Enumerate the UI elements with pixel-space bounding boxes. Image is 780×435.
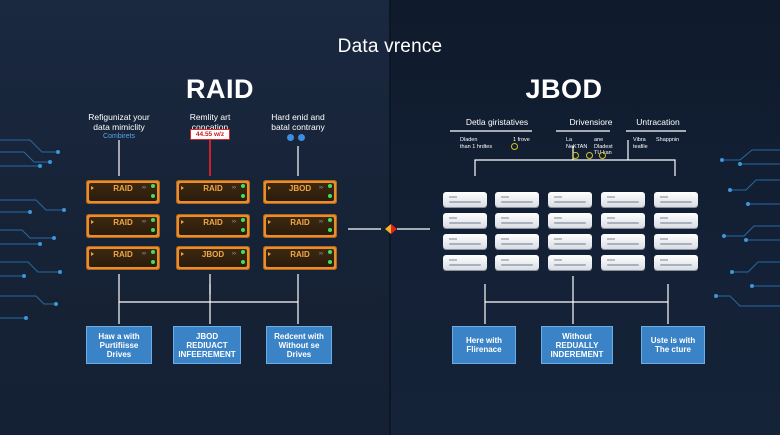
jbod-drive bbox=[443, 234, 487, 249]
jbod-drive bbox=[495, 255, 539, 270]
jbod-heading: JBOD bbox=[525, 74, 603, 104]
jbod-note: La NeKTAN bbox=[566, 137, 588, 150]
jbod-drive bbox=[443, 213, 487, 228]
status-dot-icon bbox=[298, 134, 305, 141]
jbod-drive bbox=[548, 255, 592, 270]
raid-label-1-sub: Combirets bbox=[103, 133, 135, 140]
indicator-ring-icon bbox=[586, 152, 593, 159]
jbod-note: 1 frove bbox=[513, 137, 530, 143]
jbod-drive bbox=[654, 213, 698, 228]
indicator-ring-icon bbox=[511, 143, 518, 150]
indicator-ring-icon bbox=[599, 152, 606, 159]
jbod-info-box-2: Without REDUALLY INDEREMENT bbox=[541, 326, 613, 364]
raid-drive: RAID›› bbox=[263, 246, 337, 270]
jbod-drive bbox=[654, 192, 698, 207]
drive-label: RAID bbox=[113, 250, 133, 259]
raid-label-1: Refigunizat your data mimiclity bbox=[88, 112, 150, 132]
jbod-drive bbox=[495, 234, 539, 249]
jbod-info-box-3: Uste is with The cture bbox=[641, 326, 705, 364]
raid-drive: JBOD›› bbox=[263, 180, 337, 204]
raid-drive: RAID›› bbox=[176, 214, 250, 238]
raid-drive: RAID›› bbox=[86, 214, 160, 238]
jbod-drive bbox=[443, 192, 487, 207]
indicator-ring-icon bbox=[572, 152, 579, 159]
raid-info-box-3: Redcent with Without se Drives bbox=[266, 326, 332, 364]
raid-heading: RAID bbox=[186, 74, 254, 104]
jbod-drive bbox=[654, 234, 698, 249]
status-dot-icon bbox=[287, 134, 294, 141]
jbod-note: Vibra teafile bbox=[633, 137, 648, 150]
raid-info-box-1: Haw a with Purtifiisse Drives bbox=[86, 326, 152, 364]
raid-drive: JBOD›› bbox=[176, 246, 250, 270]
connector-icon bbox=[385, 224, 397, 234]
jbod-info-box-1: Here with Flirenace bbox=[452, 326, 516, 364]
drive-label: JBOD bbox=[288, 184, 312, 193]
jbod-drive bbox=[601, 234, 645, 249]
jbod-note: Dladen than 1 hrdtes bbox=[460, 137, 493, 150]
jbod-drive bbox=[495, 213, 539, 228]
jbod-drive bbox=[548, 213, 592, 228]
jbod-drive bbox=[548, 192, 592, 207]
drive-label: RAID bbox=[290, 218, 310, 227]
jbod-note: Shappnin bbox=[656, 137, 680, 143]
jbod-drive bbox=[495, 192, 539, 207]
raid-label-3: Hard enid and batal contrany bbox=[271, 112, 325, 132]
drive-label: RAID bbox=[203, 184, 223, 193]
center-divider bbox=[389, 0, 391, 435]
jbod-note: ane Dladest TU kan bbox=[594, 137, 613, 156]
drive-label: RAID bbox=[113, 184, 133, 193]
value-badge: 44.55 w/z bbox=[190, 129, 230, 140]
drive-label: RAID bbox=[203, 218, 223, 227]
jbod-drive bbox=[654, 255, 698, 270]
jbod-drive bbox=[601, 213, 645, 228]
drive-label: RAID bbox=[113, 218, 133, 227]
jbod-label-2: Drivensiore bbox=[569, 117, 613, 127]
page-title: Data vrence bbox=[337, 36, 443, 57]
jbod-drive bbox=[443, 255, 487, 270]
raid-label-2: Remlity art concation bbox=[189, 112, 231, 132]
raid-drive: RAID›› bbox=[176, 180, 250, 204]
raid-drive: RAID›› bbox=[86, 180, 160, 204]
jbod-drive bbox=[601, 192, 645, 207]
jbod-label-3: Untracation bbox=[636, 117, 680, 127]
drive-label: RAID bbox=[290, 250, 310, 259]
jbod-label-1: Detla giristatives bbox=[465, 117, 529, 127]
raid-drive: RAID›› bbox=[263, 214, 337, 238]
jbod-drive bbox=[548, 234, 592, 249]
jbod-drive bbox=[601, 255, 645, 270]
raid-info-box-2: JBOD REDIUACT INFEEREMENT bbox=[173, 326, 241, 364]
drive-label: JBOD bbox=[201, 250, 225, 259]
raid-drive: RAID›› bbox=[86, 246, 160, 270]
